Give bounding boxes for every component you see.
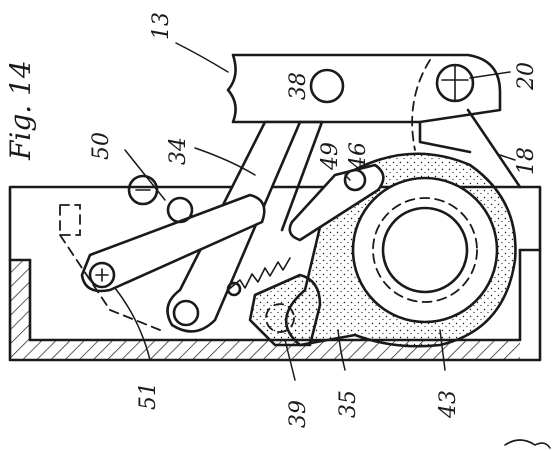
label-50: 50	[89, 132, 114, 160]
label-51: 51	[136, 382, 161, 410]
label-38: 38	[286, 72, 311, 100]
label-20: 20	[514, 62, 539, 91]
caption-text: Fig. 14	[4, 60, 37, 161]
scribble-mark	[504, 439, 551, 449]
label-35: 35	[336, 390, 361, 418]
label-13: 13	[149, 12, 174, 40]
spring	[226, 257, 291, 297]
label-46: 46	[346, 142, 371, 171]
plunger-39	[248, 273, 322, 347]
housing-frame	[8, 185, 542, 362]
reference-labels: 13 38 20 18 50 34 49 46 51	[89, 12, 539, 428]
cam-35	[284, 152, 517, 348]
label-18: 18	[514, 147, 539, 175]
label-34: 34	[166, 137, 191, 165]
mounting-plate	[226, 53, 522, 189]
label-43: 43	[436, 390, 461, 419]
pawl-49	[288, 163, 385, 242]
link-50	[80, 193, 266, 293]
label-49: 49	[318, 142, 343, 171]
pin-hole-20	[435, 63, 475, 103]
figure-caption: Fig. 14	[4, 60, 37, 161]
pivot-hole-38	[309, 68, 345, 104]
label-39: 39	[286, 400, 311, 428]
